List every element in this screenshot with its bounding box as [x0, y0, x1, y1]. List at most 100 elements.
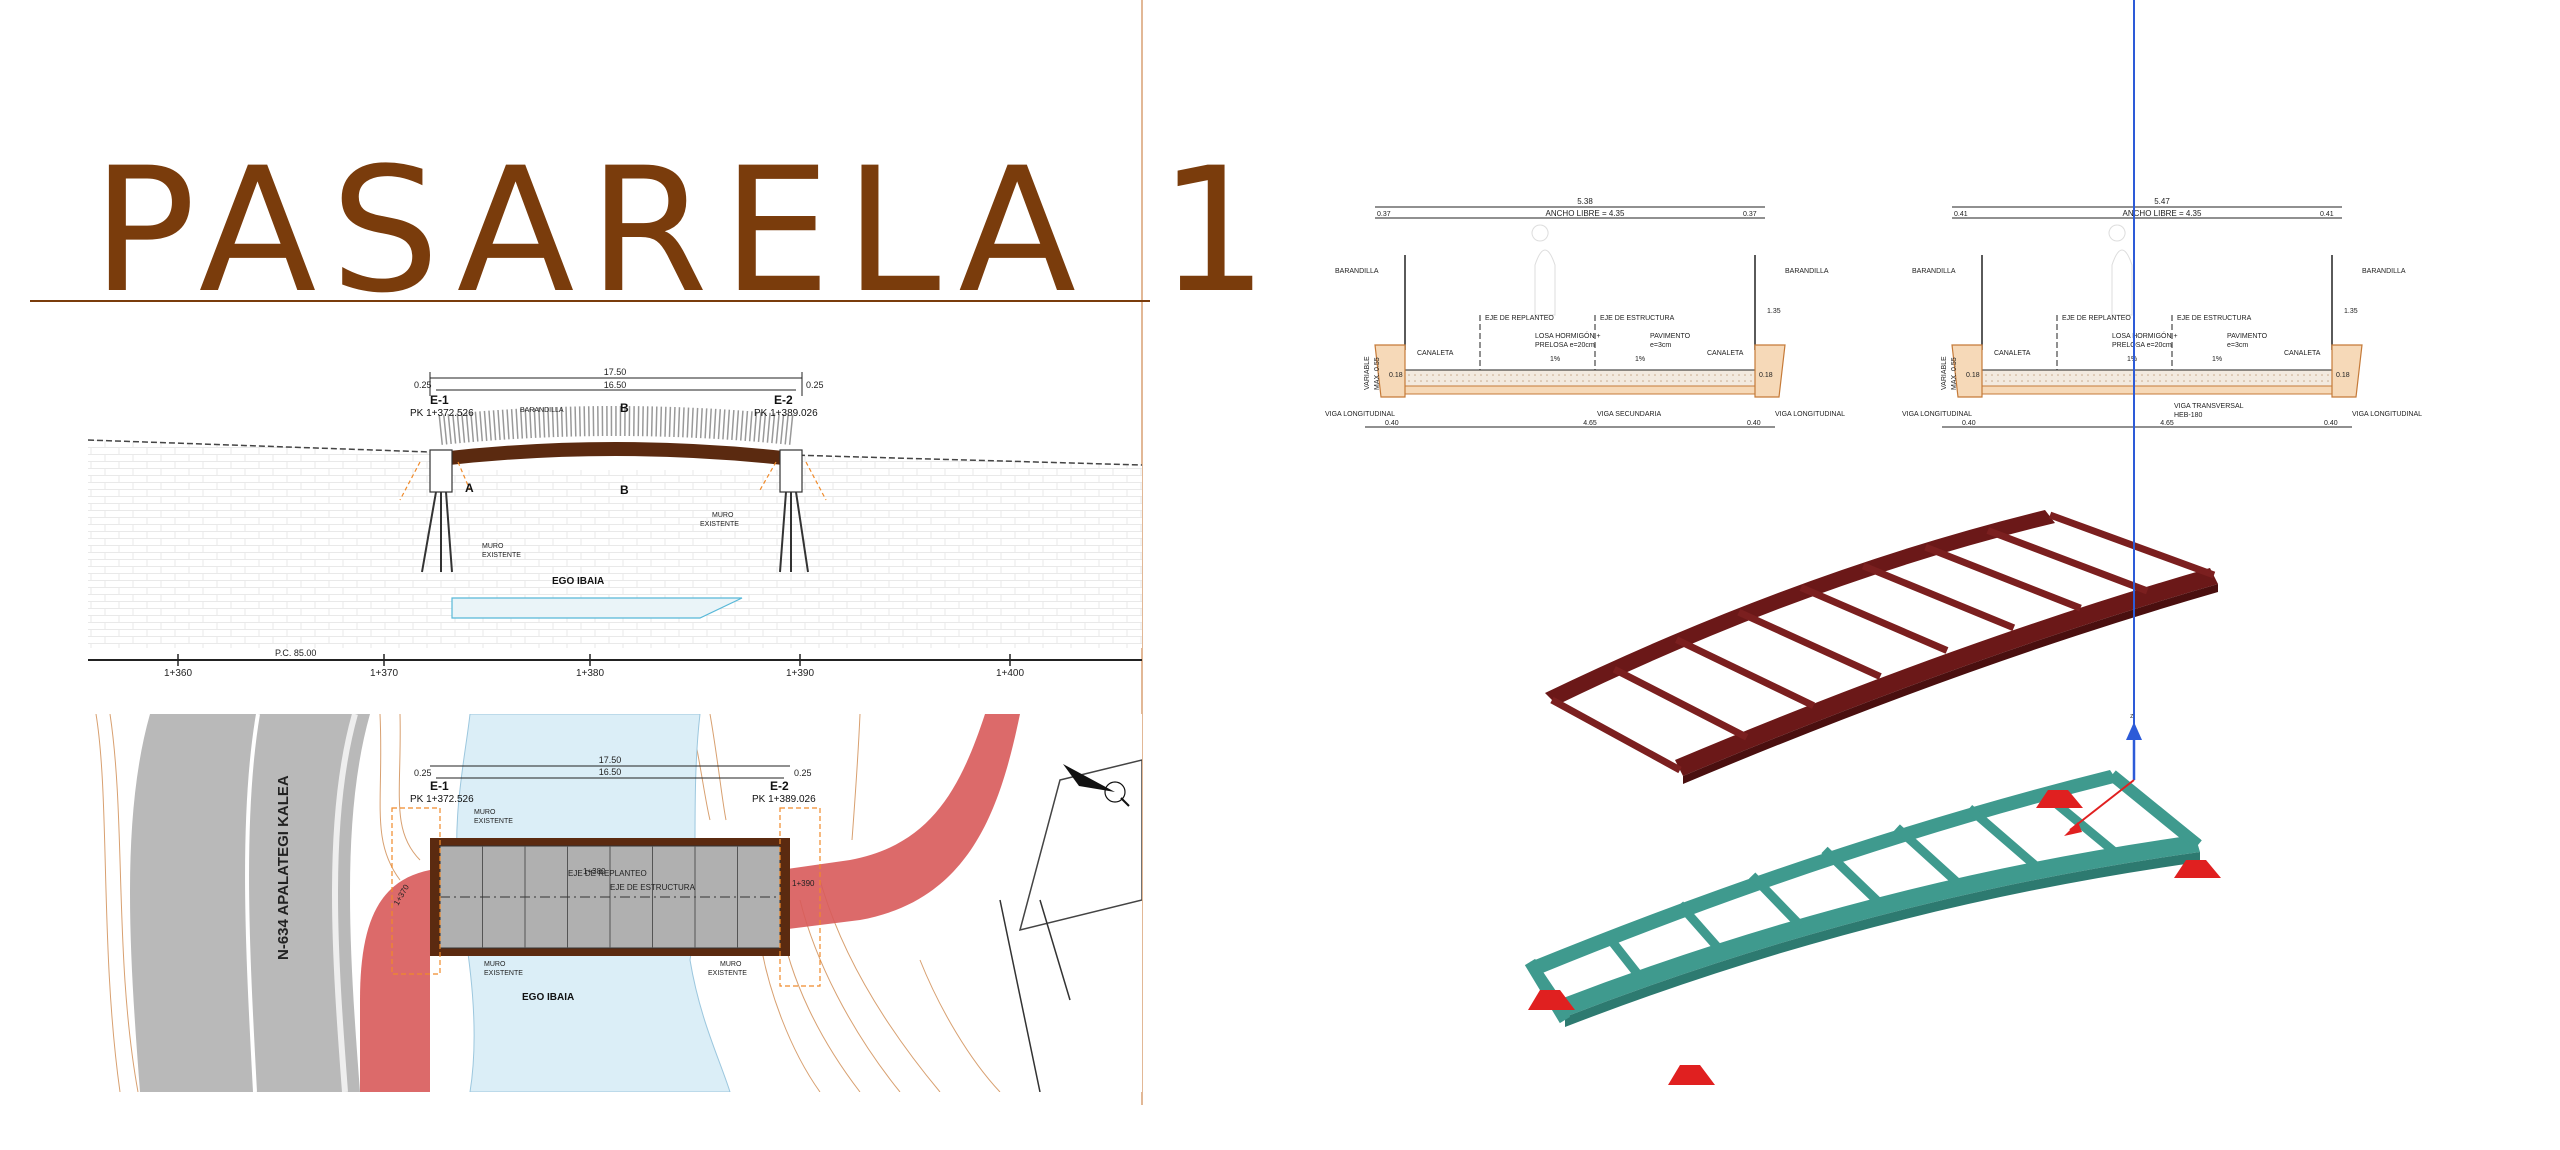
fem-cross-beams: [1531, 772, 2201, 1011]
section-gutter-right: CANALETA: [2284, 350, 2321, 357]
plan-axis-replanteo: EJE DE REPLANTEO: [568, 869, 647, 878]
person-silhouette-icon: [2108, 224, 2133, 316]
fem-main-beam-far: [1530, 770, 2118, 974]
section-railing-right: BARANDILLA: [1785, 268, 1829, 275]
elevation-wall-right-2: EXISTENTE: [700, 521, 739, 528]
section-beam-mid: VIGA SECUNDARIA: [1597, 411, 1662, 418]
fem-cross-beam: [1603, 932, 1646, 982]
plan-wall-top-left-1: MURO: [474, 809, 496, 816]
abutment-left: [429, 449, 453, 493]
section-pavement-2: e=3cm: [2227, 342, 2248, 349]
section-beam-left: VIGA LONGITUDINAL: [1902, 411, 1972, 418]
excavation-right: [759, 461, 827, 501]
fem-main-beam-near-web: [1565, 852, 2200, 1027]
terrain-fill: [88, 440, 1142, 648]
section-axis-replanteo: EJE DE REPLANTEO: [1485, 315, 1554, 322]
section-018-right: 0.18: [1759, 372, 1773, 379]
plan-dim-side-left: 0.25: [414, 768, 432, 778]
plan-wall-bottom-right-2: EXISTENTE: [708, 970, 747, 977]
section-slope-right: 1%: [1635, 356, 1645, 363]
plan-axis-structure: EJE DE ESTRUCTURA: [610, 883, 696, 892]
steel-cross-beam: [1737, 608, 1882, 680]
deck-beam-band: [1981, 385, 2333, 395]
section-dim-left: 0.37: [1377, 211, 1391, 218]
plan-dim-total: 17.50: [599, 755, 622, 765]
elevation-abutment-left: E-1: [430, 393, 449, 407]
elevation-pc: P.C. 85.00: [275, 648, 316, 658]
steel-main-beam-near-web: [1683, 584, 2218, 784]
section-axis-structure: EJE DE ESTRUCTURA: [2177, 315, 2252, 322]
elevation-dim-total: 17.50: [604, 367, 627, 377]
section-beam-left: VIGA LONGITUDINAL: [1325, 411, 1395, 418]
steel-cross-beam: [1612, 666, 1749, 741]
section-slab-2: PRELOSA e=20cm: [2112, 342, 2172, 349]
plan-wall-bottom-left-1: MURO: [484, 961, 506, 968]
load-vector-icon: z: [2064, 0, 2142, 836]
plan-footpath-right: [780, 714, 1020, 930]
section-bottom-right: 0.40: [2324, 420, 2338, 427]
steel-cross-beam: [1550, 696, 1682, 774]
section-height-railing: 1.35: [2344, 308, 2358, 315]
section-dim-free: ANCHO LIBRE = 4.35: [1546, 209, 1625, 218]
section-pavement-2: e=3cm: [1650, 342, 1671, 349]
plan-building: [1018, 759, 1142, 932]
plan-wall-bottom-left-2: EXISTENTE: [484, 970, 523, 977]
section-018-right: 0.18: [2336, 372, 2350, 379]
plan-footpath-left: [360, 870, 430, 1092]
station-label: 1+400: [996, 668, 1025, 679]
section-bottom-mid: 4.65: [1583, 420, 1597, 427]
road-edge: [332, 714, 358, 1092]
section-beam-mid-1: VIGA TRANSVERSAL: [2174, 403, 2244, 410]
elevation-wall-left-2: EXISTENTE: [482, 552, 521, 559]
svg-text:z: z: [2130, 713, 2134, 720]
section-max: MAX. 0.55: [1951, 357, 1958, 390]
plan-river-label: EGO IBAIA: [522, 992, 574, 1003]
elevation-abutment-left-pk: PK 1+372.526: [410, 408, 474, 419]
section-slope-left: 1%: [1550, 356, 1560, 363]
section-slab-1: LOSA HORMIGÓN +: [2112, 331, 2178, 340]
side-beam-right: [1754, 344, 1786, 398]
fem-cross-beam: [1676, 901, 1725, 955]
road-asphalt: [130, 714, 370, 1092]
plan-abutment-right: E-2: [770, 779, 789, 793]
steel-main-beam-near: [1675, 568, 2218, 776]
section-gutter-left: CANALETA: [1417, 350, 1454, 357]
elevation-abutment-right: E-2: [774, 393, 793, 407]
section-slab-1: LOSA HORMIGÓN +: [1535, 331, 1601, 340]
section-018-left: 0.18: [1389, 372, 1403, 379]
plan-drawing: N-634 APALATEGI KALEA 17.50 16.50 0.25 0…: [88, 714, 1142, 1092]
section-dim-free: ANCHO LIBRE = 4.35: [2123, 209, 2202, 218]
section-pavement-1: PAVIMENTO: [1650, 333, 1691, 340]
plan-abutment-right-pk: PK 1+389.026: [752, 794, 816, 805]
railing: [438, 406, 794, 445]
steel-frame-3d: [1545, 510, 2218, 784]
station-label: 1+360: [164, 668, 193, 679]
steel-cross-beams: [1550, 511, 2216, 774]
steel-cross-beam: [1986, 527, 2149, 595]
fem-model-3d: z: [1524, 0, 2221, 1085]
section-beam-mid-2: HEB-180: [2174, 412, 2203, 419]
plan-wall-top-left-2: EXISTENTE: [474, 818, 513, 825]
elevation-dim-inner: 16.50: [604, 380, 627, 390]
support-icon-4: [2174, 860, 2221, 878]
section-railing-left: BARANDILLA: [1912, 268, 1956, 275]
section-variable: VARIABLE: [1364, 356, 1371, 390]
section-axis-structure: EJE DE ESTRUCTURA: [1600, 315, 1675, 322]
plan-abutment-left-pk: PK 1+372.526: [410, 794, 474, 805]
section-max: MAX. 0.55: [1374, 357, 1381, 390]
section-018-left: 0.18: [1966, 372, 1980, 379]
fem-cross-beam: [1821, 846, 1884, 907]
support-icon-2: [1668, 1065, 1715, 1085]
steel-cross-beam: [1799, 584, 1949, 654]
fem-cross-beam: [1966, 805, 2042, 873]
station-label: 1+370: [370, 668, 399, 679]
plan-dimensions: [430, 765, 790, 779]
station-label: 1+380: [576, 668, 605, 679]
elevation-abutment-right-pk: PK 1+389.026: [754, 408, 818, 419]
plan-abutment-left: E-1: [430, 779, 449, 793]
deck-beam: [440, 442, 792, 466]
excavation-left: [399, 461, 471, 501]
plan-station-390: 1+390: [792, 879, 815, 888]
deck-slab: [1404, 369, 1756, 387]
